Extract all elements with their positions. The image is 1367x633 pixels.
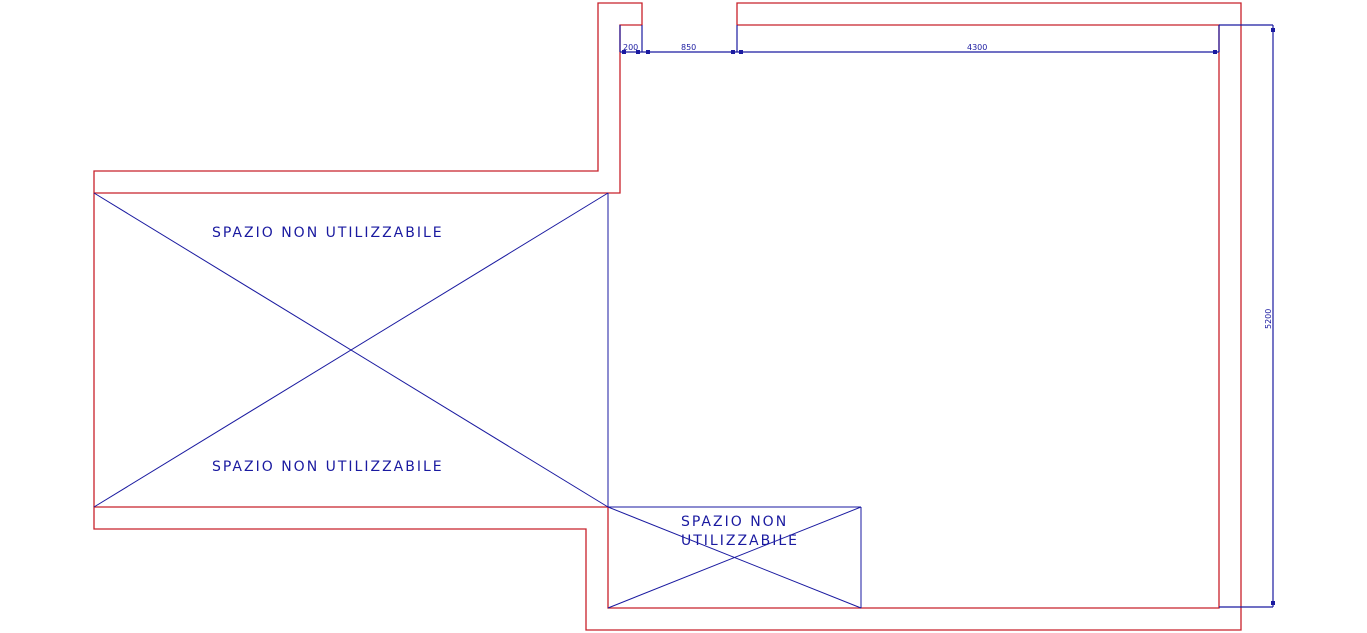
label-unusable-area-bottom: SPAZIO NON UTILIZZABILE (212, 459, 444, 475)
dimension-5200: 5200 (1264, 309, 1273, 329)
unusable-area-2 (607, 506, 862, 609)
outer-wall-left (93, 2, 1242, 631)
dimension-lines (619, 24, 1275, 608)
dimension-200: 200 (623, 43, 638, 52)
label-unusable-area-small-line1: SPAZIO NON (681, 514, 788, 530)
unusable-area-1 (93, 192, 609, 508)
inner-wall (94, 24, 642, 194)
label-unusable-area-top: SPAZIO NON UTILIZZABILE (212, 225, 444, 241)
dimension-4300: 4300 (967, 43, 987, 52)
label-unusable-area-small-line2: UTILIZZABILE (681, 533, 799, 549)
walls (93, 2, 1242, 631)
dimension-850: 850 (681, 43, 696, 52)
inner-wall-right (94, 24, 1220, 609)
